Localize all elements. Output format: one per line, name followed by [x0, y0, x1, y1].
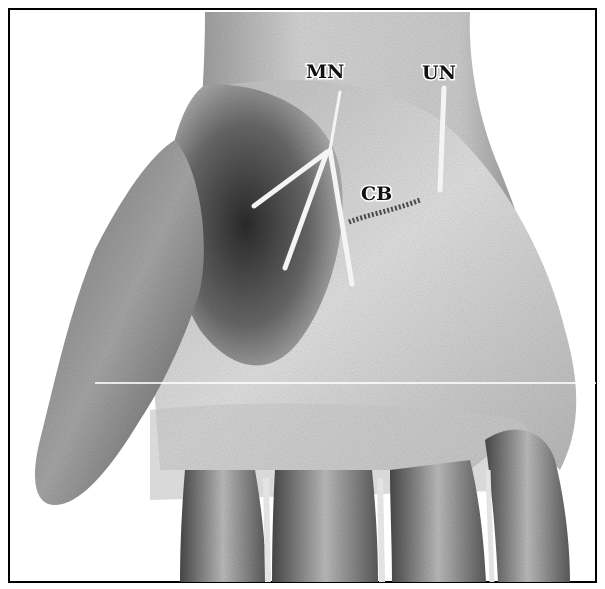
label-carpal-bone: CB — [361, 183, 392, 205]
finger-ring — [390, 460, 486, 582]
label-ulnar-nerve: UN — [422, 62, 456, 84]
finger-index — [180, 470, 266, 582]
label-median-nerve: MN — [306, 61, 344, 83]
finger-middle — [272, 470, 378, 582]
